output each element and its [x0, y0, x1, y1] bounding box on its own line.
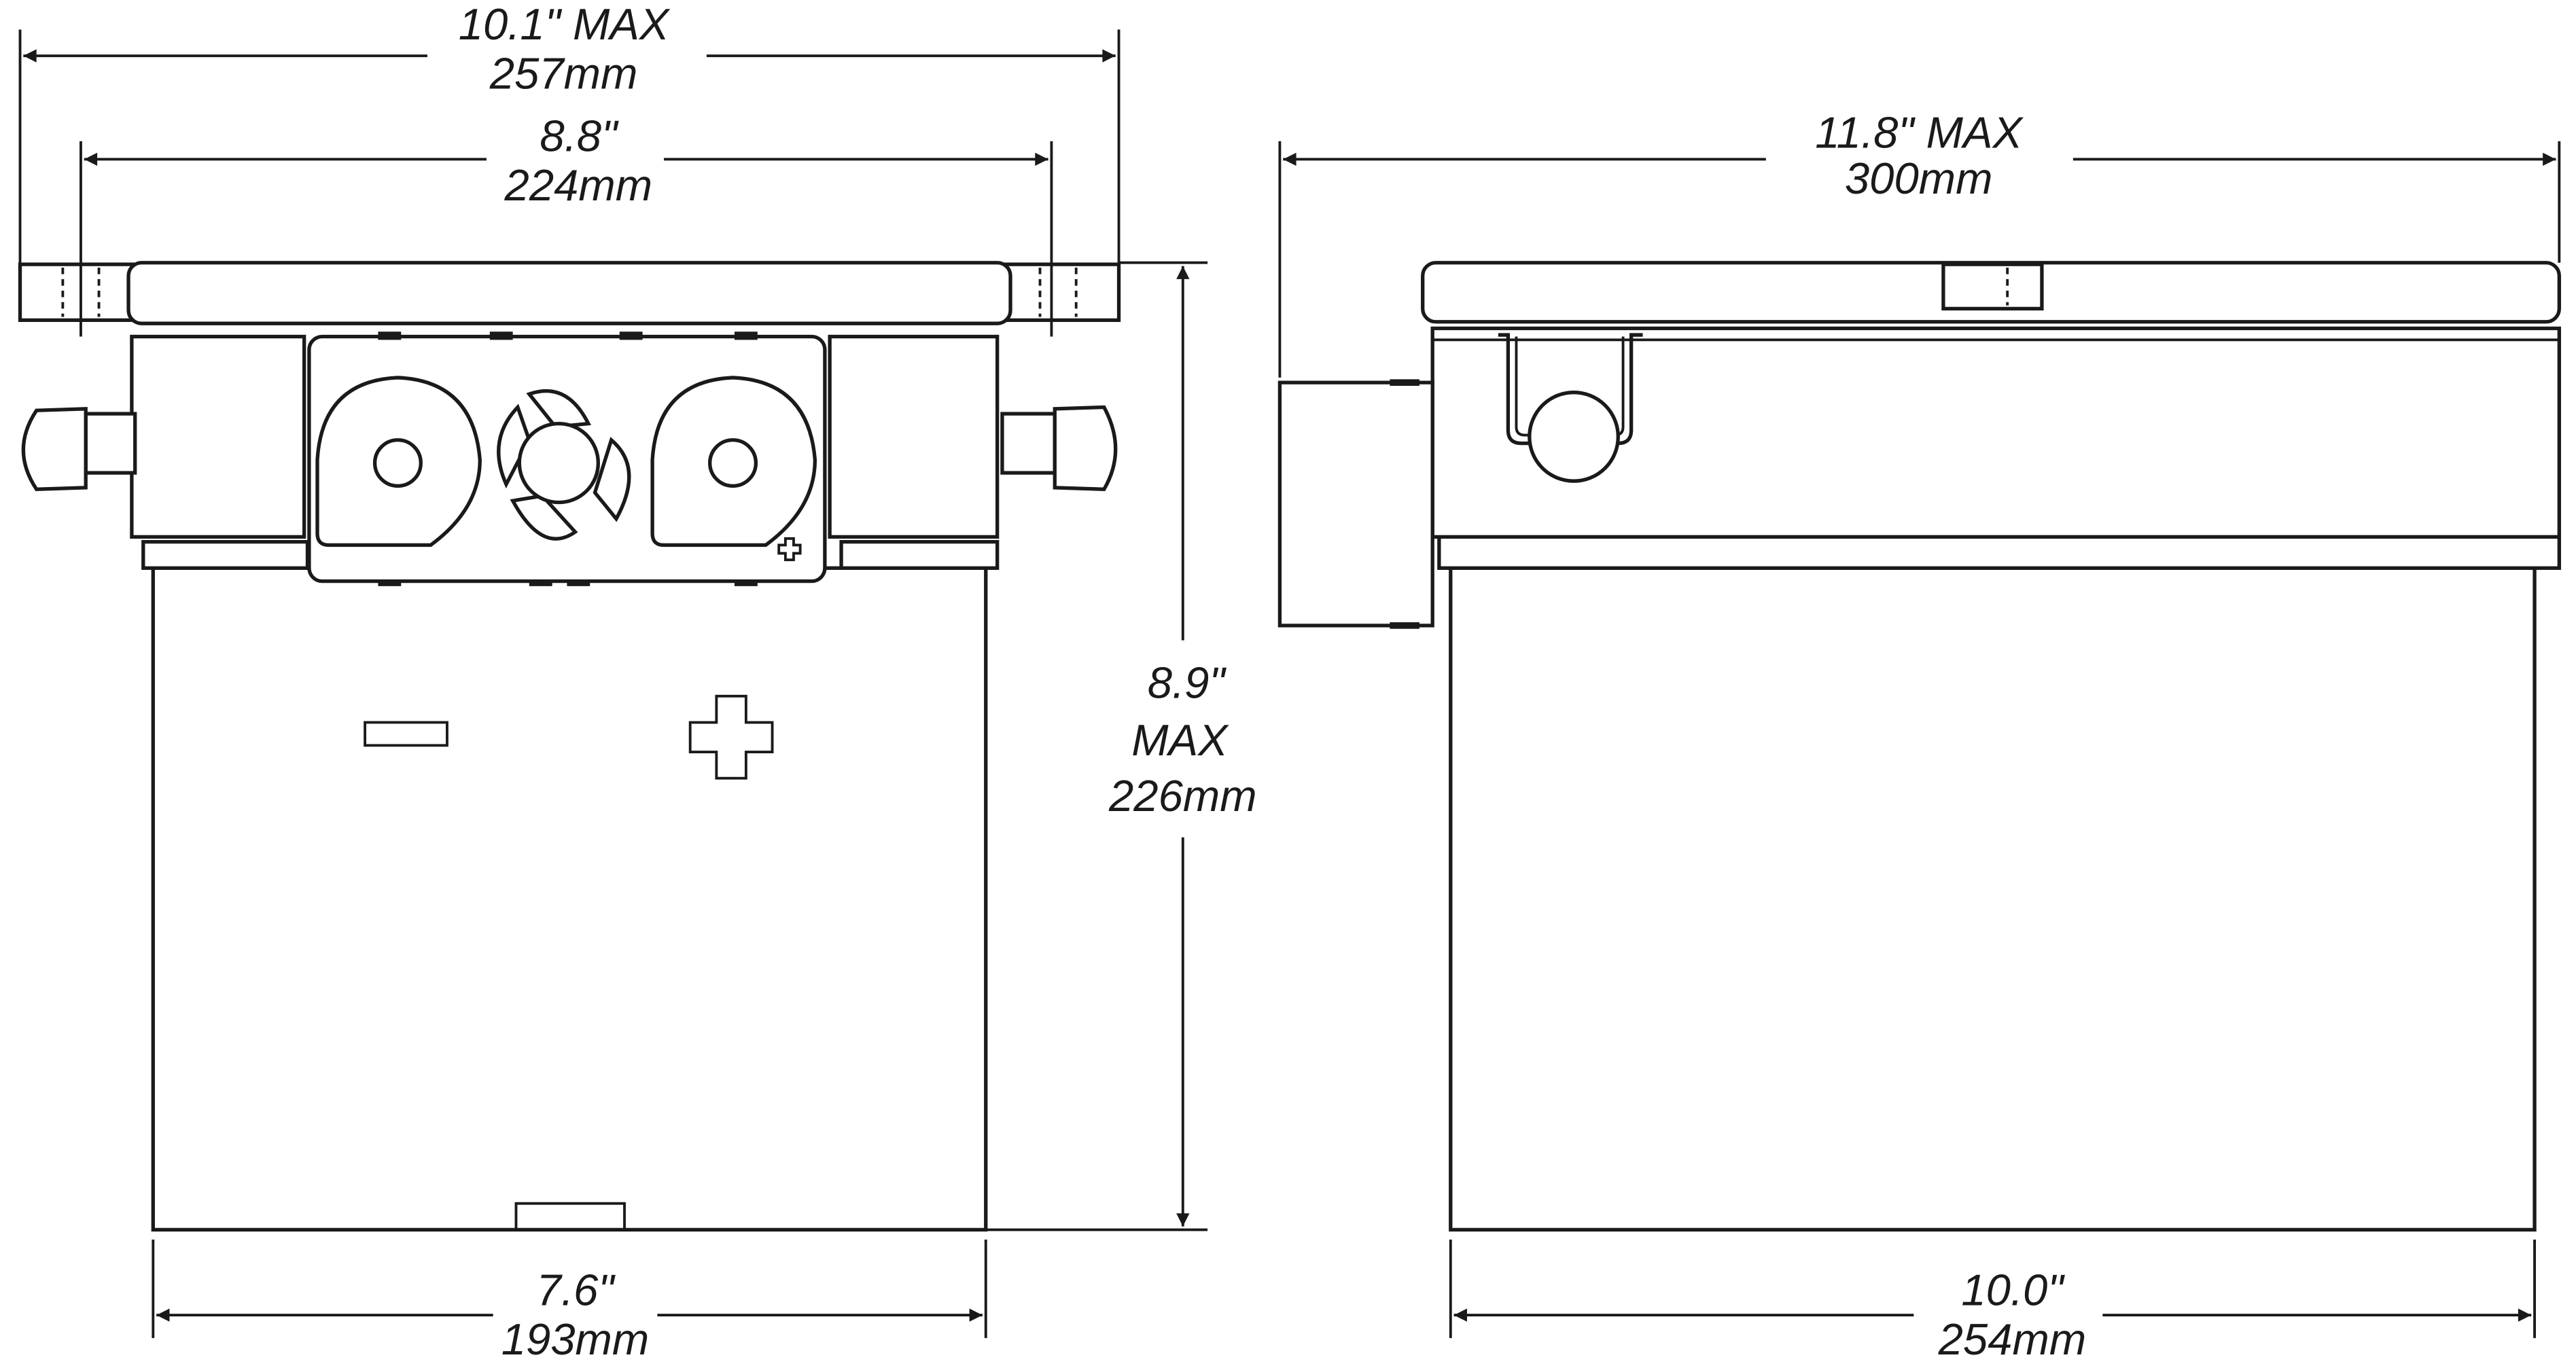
height-inches: 8.9" [1148, 658, 1227, 707]
lid [126, 261, 1012, 325]
battery-case [151, 566, 988, 1232]
positive-terminal [650, 376, 817, 547]
overall-length-mm: 300mm [1845, 154, 1993, 203]
lid-width-inches: 8.8" [540, 111, 619, 160]
base-length-mm: 254mm [1938, 1314, 2087, 1364]
right-terminal-block [828, 334, 1000, 539]
positive-symbol [688, 694, 774, 780]
side-terminal-housing [1277, 380, 1434, 628]
case-tab [514, 1202, 626, 1232]
lid-width-mm: 224mm [504, 160, 653, 210]
overall-width-inches: 10.1" MAX [459, 0, 671, 49]
left-post [21, 407, 88, 491]
fan-icon [497, 389, 631, 541]
height-max: MAX [1131, 715, 1229, 765]
lid-latch [1941, 262, 2044, 311]
side-view: 11.8" MAX 300mm 10.0" 254mm [1277, 108, 2561, 1364]
overall-width-mm: 257mm [489, 49, 638, 98]
battery-case-side [1449, 566, 2537, 1232]
overall-length-inches: 11.8" MAX [1815, 108, 2024, 158]
handle-pivot [1528, 391, 1620, 483]
left-terminal-block [130, 334, 306, 539]
height-mm: 226mm [1108, 771, 1257, 821]
negative-terminal [315, 376, 482, 547]
negative-symbol [364, 721, 448, 747]
small-plus-icon [777, 537, 802, 562]
lid-side [1421, 261, 2561, 324]
right-post [1053, 405, 1118, 491]
base-width-mm: 193mm [501, 1314, 650, 1364]
base-length-inches: 10.0" [1961, 1265, 2065, 1315]
front-view: 10.1" MAX 257mm 8.8" 224mm 8.9" MAX 226m… [18, 0, 1257, 1364]
base-width-inches: 7.6" [537, 1265, 616, 1315]
